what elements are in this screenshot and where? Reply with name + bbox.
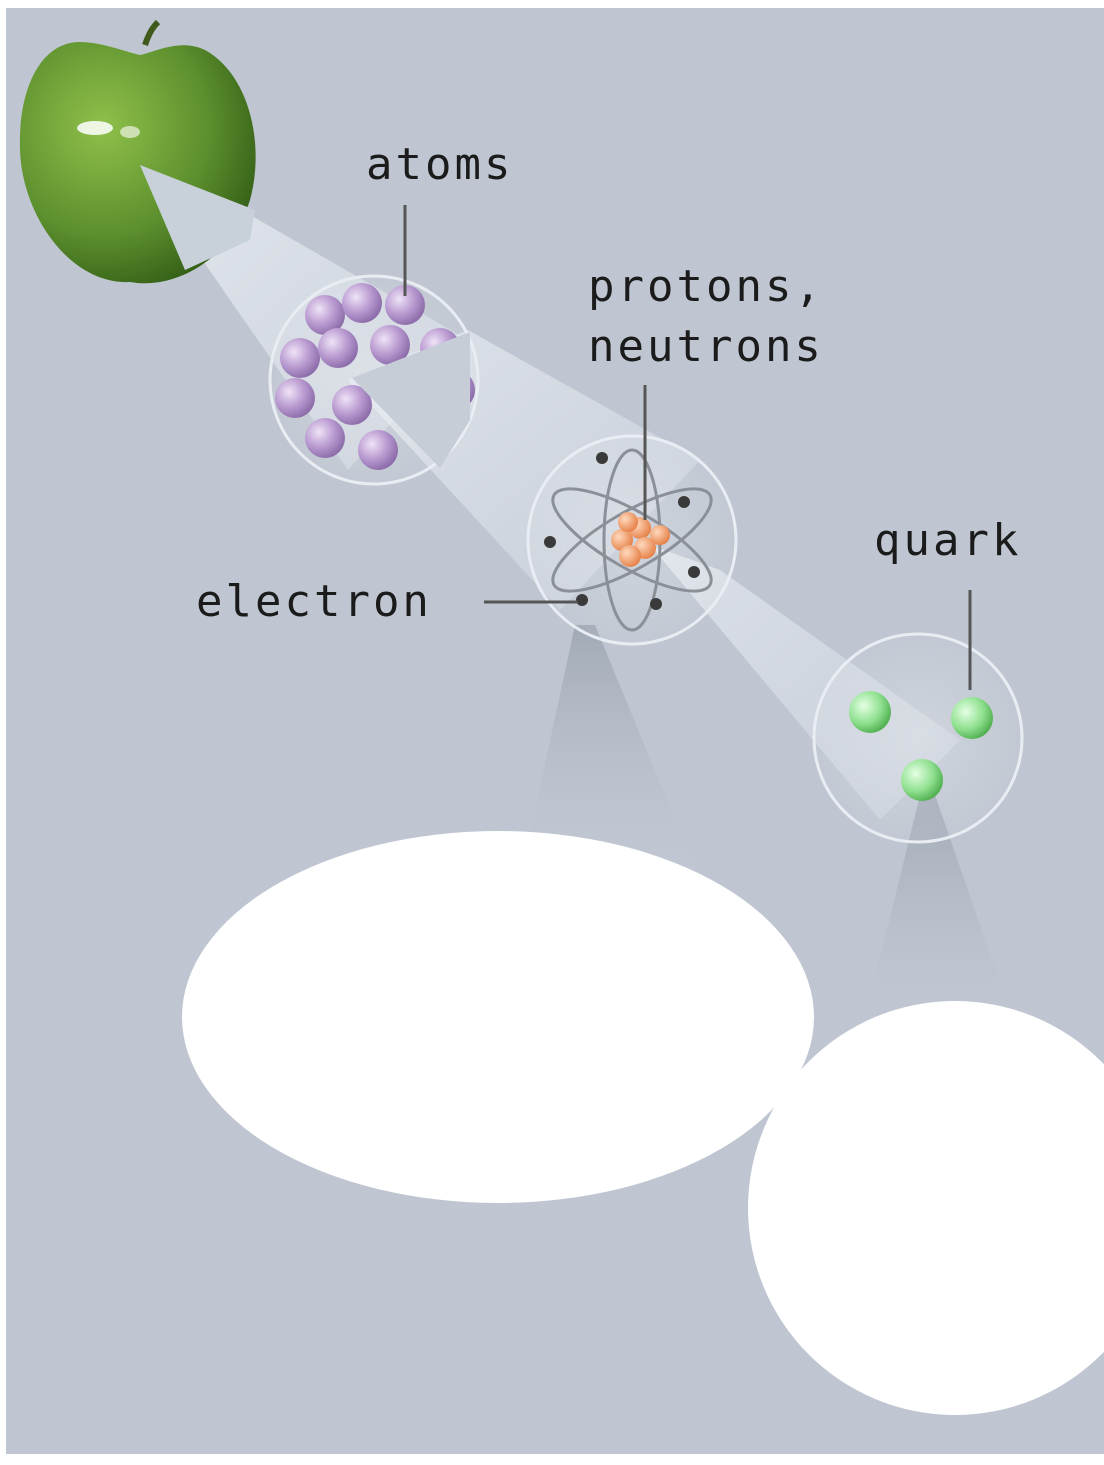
quarks-cluster [812, 632, 1024, 844]
neutrons-label-line2: neutrons [588, 321, 824, 372]
atoms-lattice [268, 274, 480, 486]
atom-model [526, 434, 738, 646]
quark-label: quark [874, 515, 1022, 566]
atoms-label: atoms [366, 139, 514, 190]
zoom-beam-quark-down [860, 795, 1020, 1040]
blank-balloon-left [182, 831, 814, 1203]
zoom-beam-electron-down [520, 625, 700, 880]
protons-label-line1: protons, [588, 261, 824, 312]
blank-balloon-right [748, 1001, 1104, 1415]
apple-icon [19, 19, 256, 284]
electron-label: electron [196, 576, 432, 627]
